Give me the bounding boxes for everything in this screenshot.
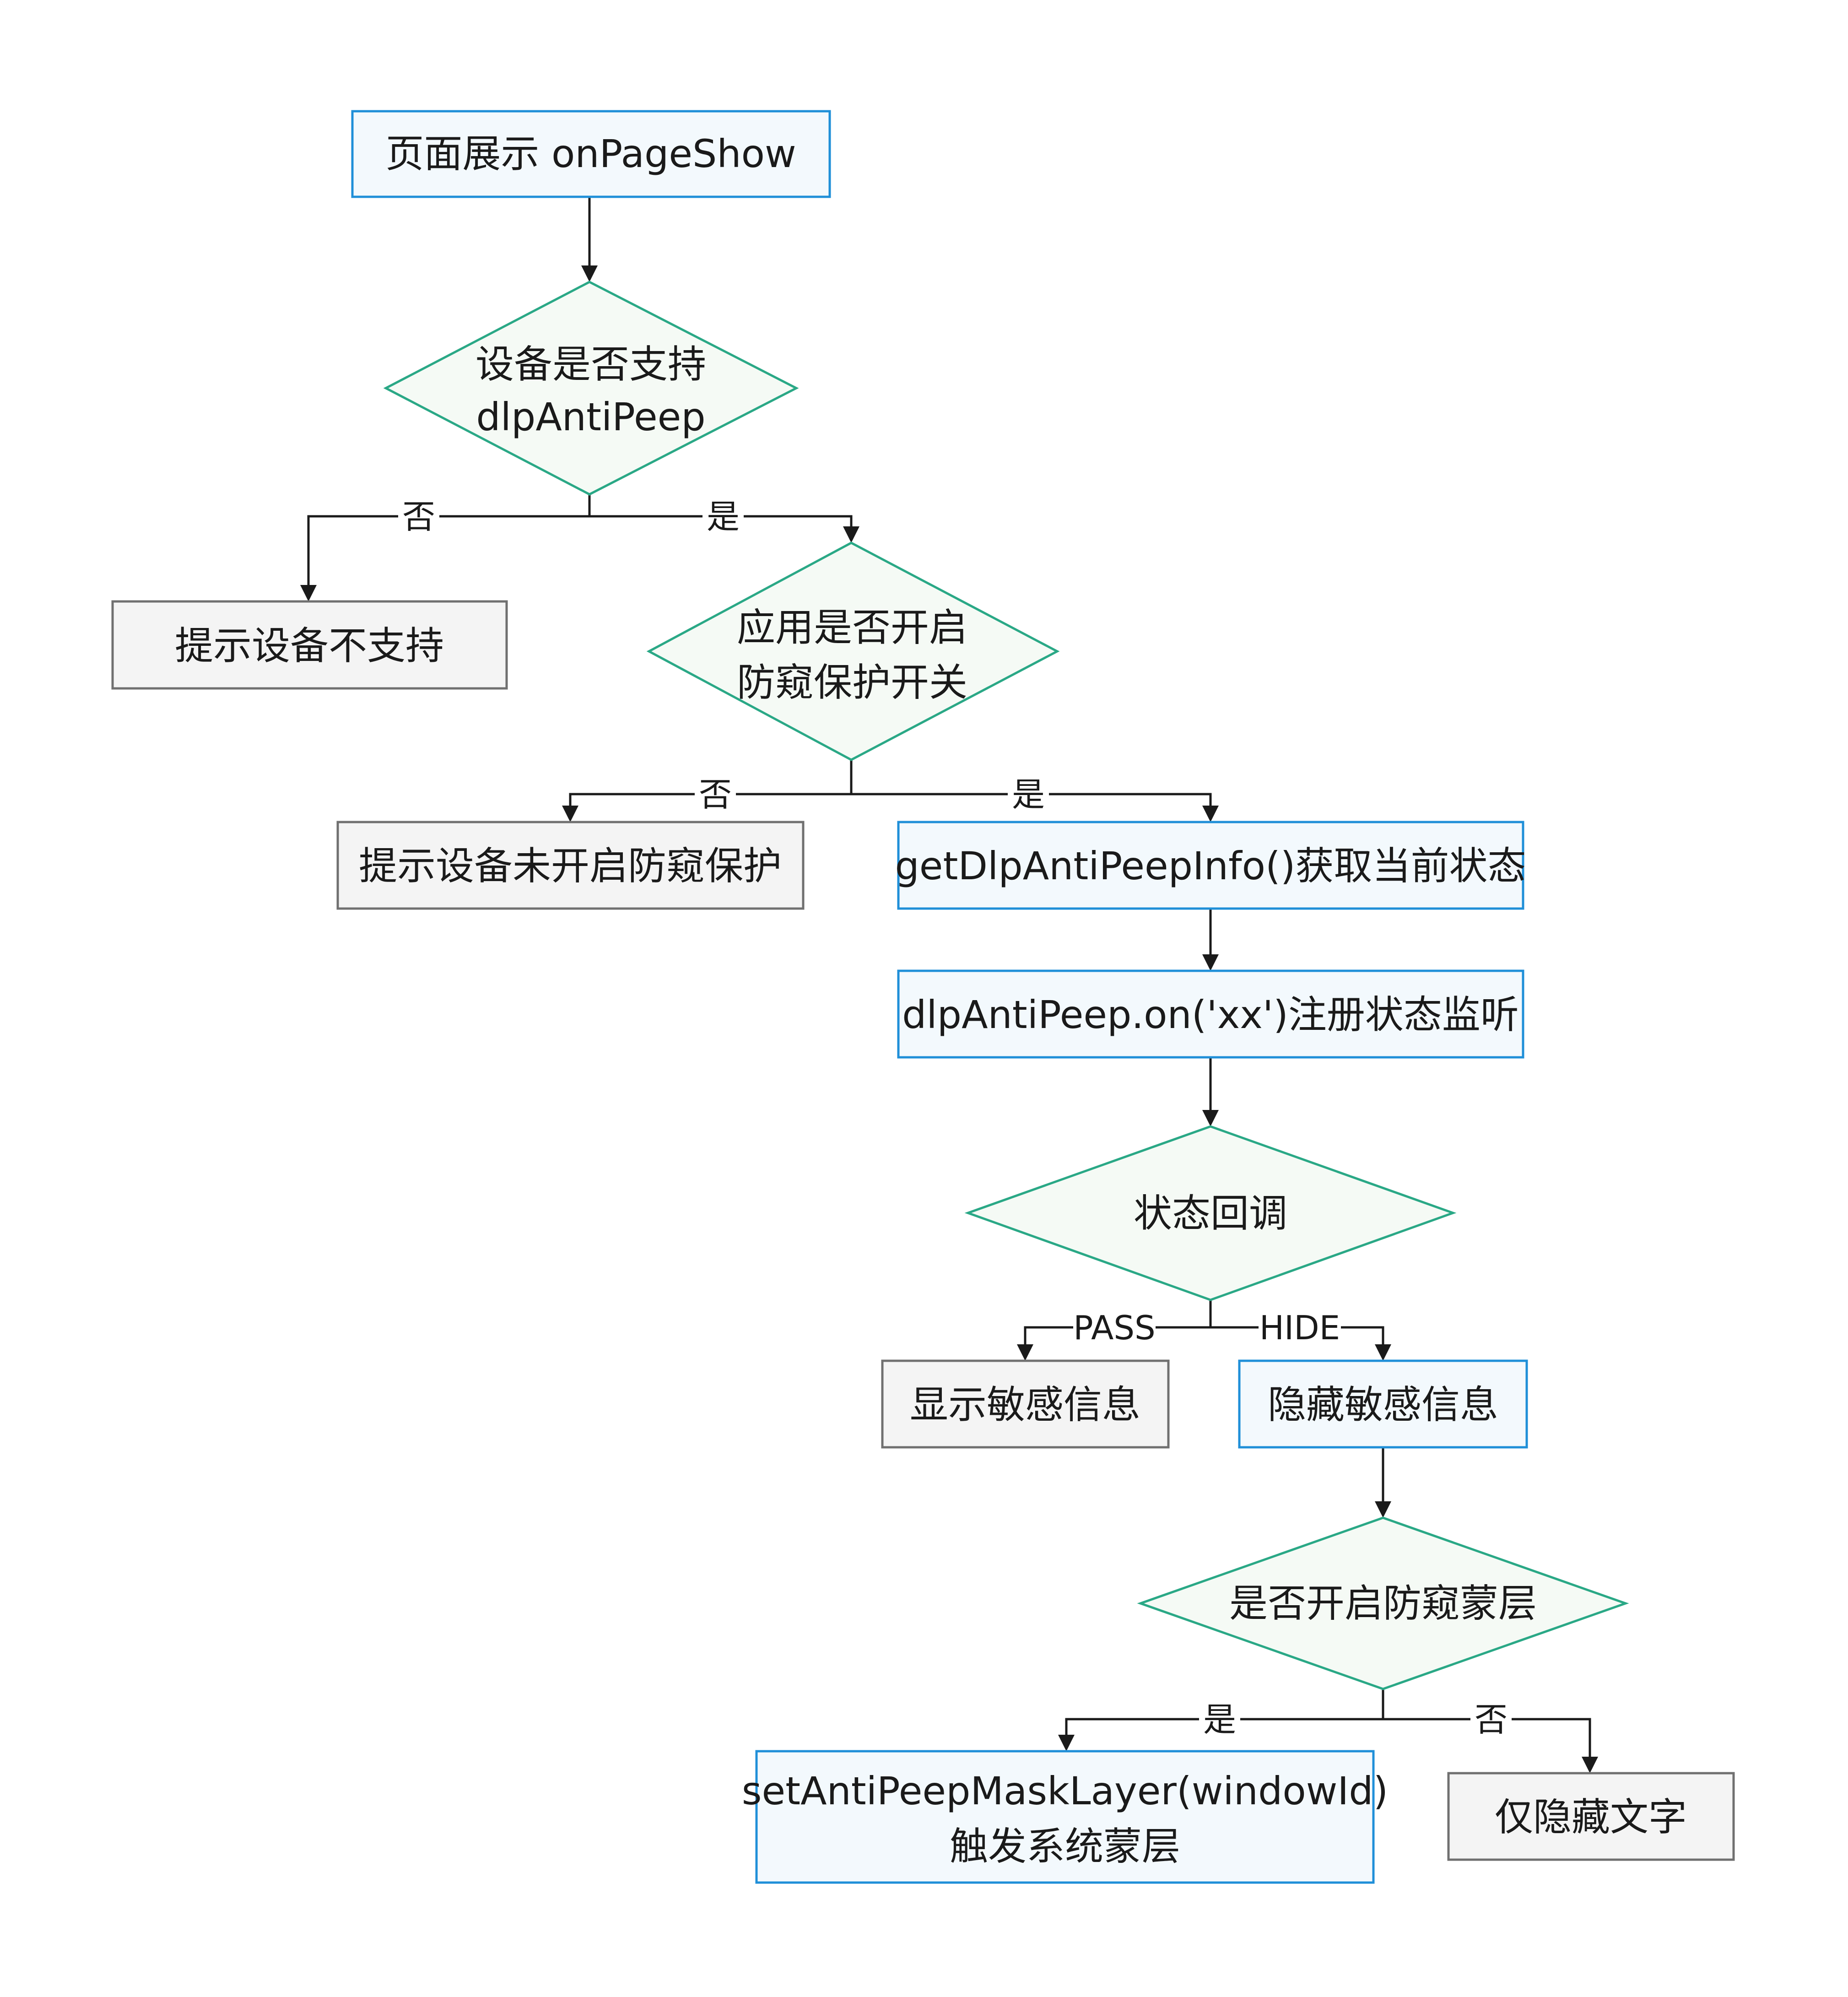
edge-label-switch-yes: 是 [1012,775,1045,814]
arrowhead [1375,1344,1391,1361]
process-box [897,969,1524,1059]
node-show-sensitive-label: 显示敏感信息 [910,1382,1140,1427]
node-show-sensitive: 显示敏感信息 [881,1359,1170,1449]
terminal-box [111,600,508,690]
decision-diamond [1137,1516,1629,1690]
node-mask-layer-decision: 是否开启防窥蒙层 [1137,1516,1629,1690]
node-get-info: getDlpAntiPeepInfo()获取当前状态 [895,821,1526,910]
connector-app-switch-no [569,793,851,806]
terminal-box [1447,1772,1735,1861]
terminal-box [881,1359,1170,1449]
node-page-show-label: 页面展示 onPageShow [385,131,796,176]
node-mask-layer-decision-label: 是否开启防窥蒙层 [1229,1581,1537,1626]
process-box [755,1750,1375,1884]
connector-device-support-no [307,515,589,585]
node-set-mask-layer: setAntiPeepMaskLayer(windowId) 触发系统蒙层 [742,1750,1389,1884]
edge-label-callback-hide: HIDE [1259,1309,1340,1347]
arrowhead [300,585,317,601]
edge-label-support-no: 否 [402,498,435,536]
node-not-enabled: 提示设备未开启防窥保护 [336,821,805,910]
process-box [1238,1359,1528,1449]
connector-device-support-yes [589,515,853,526]
edge-label-switch-no: 否 [699,775,732,814]
arrowhead [1058,1735,1075,1751]
node-status-callback-label: 状态回调 [1134,1191,1287,1236]
arrowhead [562,806,578,822]
arrowhead [1017,1344,1033,1361]
arrowhead [1202,1110,1219,1126]
edge-label-bg [398,498,439,535]
arrowhead [843,526,859,543]
edge-label-bg [1008,776,1049,812]
node-set-mask-layer-line1: setAntiPeepMaskLayer(windowId) [742,1769,1389,1813]
node-device-support-line2: dlpAntiPeep [476,395,705,439]
arrowhead [1202,954,1219,971]
decision-diamond [964,1125,1457,1301]
node-hide-text-only-label: 仅隐藏文字 [1495,1795,1687,1840]
edge-label-bg [695,776,736,812]
edge-label-bg [1470,1701,1512,1737]
node-set-mask-layer-line2: 触发系统蒙层 [950,1824,1180,1869]
arrowhead [1202,806,1219,822]
connector-mask-no [1383,1718,1591,1757]
decision-diamond [383,281,799,496]
edge-label-bg [1259,1309,1341,1346]
node-device-support: 设备是否支持 dlpAntiPeep [383,281,799,496]
node-page-show: 页面展示 onPageShow [351,110,831,198]
decision-diamond [646,541,1060,761]
node-hide-sensitive: 隐藏敏感信息 [1238,1359,1528,1449]
node-app-switch: 应用是否开启 防窥保护开关 [646,541,1060,761]
edge-label-bg [702,498,744,535]
node-device-support-line1: 设备是否支持 [476,342,706,387]
terminal-box [336,821,805,910]
node-app-switch-line1: 应用是否开启 [737,605,967,650]
process-box [897,821,1524,910]
node-hide-text-only: 仅隐藏文字 [1447,1772,1735,1861]
node-app-switch-line2: 防窥保护开关 [737,660,967,705]
edge-label-support-yes: 是 [707,498,740,536]
edge-label-bg [1073,1309,1156,1346]
edge-label-mask-no: 否 [1475,1700,1508,1739]
node-register-listener: dlpAntiPeep.on('xx')注册状态监听 [897,969,1524,1059]
node-not-enabled-label: 提示设备未开启防窥保护 [359,844,782,888]
node-hide-sensitive-label: 隐藏敏感信息 [1268,1382,1498,1427]
edge-label-bg [1199,1701,1240,1737]
arrowhead [1375,1501,1391,1518]
connector-mask-yes [1065,1718,1383,1735]
node-register-listener-label: dlpAntiPeep.on('xx')注册状态监听 [902,992,1519,1037]
process-box [351,110,831,198]
arrowhead [1582,1757,1598,1773]
edge-label-callback-pass: PASS [1073,1309,1155,1347]
arrowhead [581,265,598,282]
node-status-callback: 状态回调 [964,1125,1457,1301]
node-not-supported-label: 提示设备不支持 [175,623,444,668]
edge-label-mask-yes: 是 [1203,1700,1236,1739]
node-get-info-label: getDlpAntiPeepInfo()获取当前状态 [895,844,1526,888]
node-not-supported: 提示设备不支持 [111,600,508,690]
connector-app-switch-yes [851,793,1212,806]
